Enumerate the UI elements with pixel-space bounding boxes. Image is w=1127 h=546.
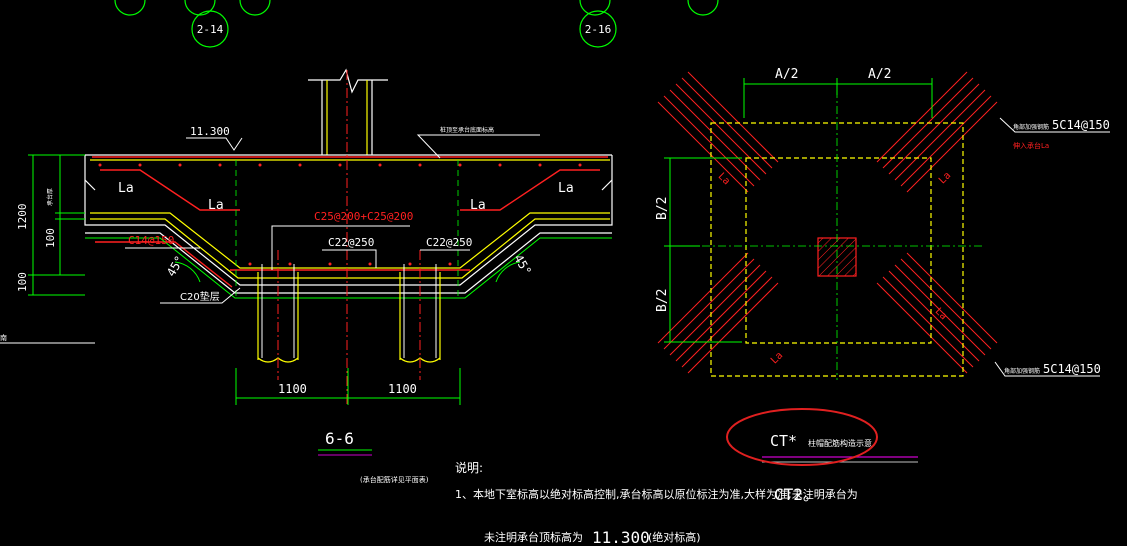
elevation-marker: 11.300 xyxy=(186,125,243,151)
plan-dim-a2: A/2 xyxy=(868,67,891,82)
cap-outline xyxy=(84,154,613,294)
inner-dashed-square xyxy=(745,157,932,344)
red-note: 伸入承台La xyxy=(1013,141,1049,150)
bottom-dims xyxy=(235,368,461,405)
rebar-left-label: C14@150 xyxy=(128,234,174,247)
plan-la-2: La xyxy=(937,170,953,186)
column-break xyxy=(308,68,388,155)
notes: 说明: 1、本地下室标高以绝对标高控制,承台标高以原位标注为准,大样为准;未注明… xyxy=(455,460,858,546)
piles xyxy=(257,272,441,363)
la-label-1: La xyxy=(118,181,134,196)
plan-dim-b1: B/2 xyxy=(655,197,670,220)
la-label-2: La xyxy=(208,198,224,213)
plan-center-lines xyxy=(670,90,985,380)
center-lines xyxy=(277,70,421,405)
notes-line2c: (绝对标高) xyxy=(648,530,701,544)
rebar-bottom-note: 角部加强钢筋 xyxy=(1004,367,1040,375)
angle-right-label: 45° xyxy=(511,252,534,278)
column-bars xyxy=(326,80,368,155)
top-note-leader xyxy=(416,134,540,159)
plan-la-4: La xyxy=(933,306,949,322)
rebar-mid1-label: C22@250 xyxy=(328,236,374,249)
svg-text:南: 南 xyxy=(0,333,7,342)
plan-title-prefix: CT* xyxy=(770,432,797,450)
slab-rebar xyxy=(90,159,610,279)
pile-tops xyxy=(261,264,437,358)
notes-line1b: CT2。 xyxy=(774,485,819,504)
elevation-label: 11.300 xyxy=(190,125,230,138)
plan-dims-top xyxy=(743,78,933,118)
plan-title-suffix: 柱帽配筋构造示意 xyxy=(808,438,872,448)
plan-view: A/2 A/2 B/2 B/2 La La La La 角部加强钢筋 5C14@… xyxy=(655,67,1110,466)
notes-line2a: 未注明承台顶标高为 xyxy=(484,530,583,544)
top-note: 桩顶至承台底面标高 xyxy=(440,126,494,134)
dim-1100-a: 1100 xyxy=(278,382,307,396)
dim-100-a: 100 xyxy=(44,228,57,248)
la-label-4: La xyxy=(558,181,574,196)
rebar-red xyxy=(92,156,608,288)
top-grid-circles xyxy=(114,0,719,16)
notes-line2b: 11.300 xyxy=(592,528,650,546)
angle-arc-right xyxy=(495,261,521,283)
leader-top xyxy=(999,117,1110,133)
rebar-mid2-label: C22@250 xyxy=(426,236,472,249)
notes-heading: 说明: xyxy=(455,460,483,475)
rebar-top-label: 5C14@150 xyxy=(1052,118,1110,132)
plan-dim-a1: A/2 xyxy=(775,67,798,82)
dim-100-b: 100 xyxy=(16,272,29,292)
grid-label-left: 2-14 xyxy=(197,23,224,36)
outer-dashed-square xyxy=(710,122,964,377)
leader-bottom xyxy=(994,361,1100,377)
guide-lines xyxy=(235,160,459,300)
angle-arc-left xyxy=(174,261,201,283)
section-subtitle: (承台配筋详见平面表) xyxy=(360,475,429,484)
notes-line1a: 1、本地下室标高以绝对标高控制,承台标高以原位标注为准,大样为准;未注明承台为 xyxy=(455,487,858,501)
rebar-main-label: C25@200+C25@200 xyxy=(314,210,413,223)
rebar-top-note: 角部加强钢筋 xyxy=(1013,123,1049,131)
highlight-ellipse xyxy=(726,408,878,466)
cushion-label: C20垫层 xyxy=(180,290,220,303)
grid-label-right: 2-16 xyxy=(585,23,612,36)
cushion-layer xyxy=(85,237,612,299)
plan-dims-left xyxy=(664,157,742,343)
la-label-3: La xyxy=(470,198,486,213)
section-6-6: 11.300 桩顶至承台底面标高 La La La La C25@200+C25… xyxy=(0,68,613,484)
grid-bubble-left: 2-14 xyxy=(191,10,229,48)
plan-dim-b2: B/2 xyxy=(655,289,670,312)
corner-rebar-bands xyxy=(657,71,998,374)
dim-1100-b: 1100 xyxy=(388,382,417,396)
plan-la-3: La xyxy=(769,350,785,366)
dim-1200: 1200 xyxy=(16,204,29,231)
section-title: 6-6 xyxy=(325,429,354,448)
rebar-bottom-label: 5C14@150 xyxy=(1043,362,1101,376)
rebar-dots xyxy=(98,163,582,266)
side-note: 承台厚 xyxy=(46,188,54,206)
vertical-dims xyxy=(28,154,85,296)
grid-bubble-right: 2-16 xyxy=(579,10,617,48)
